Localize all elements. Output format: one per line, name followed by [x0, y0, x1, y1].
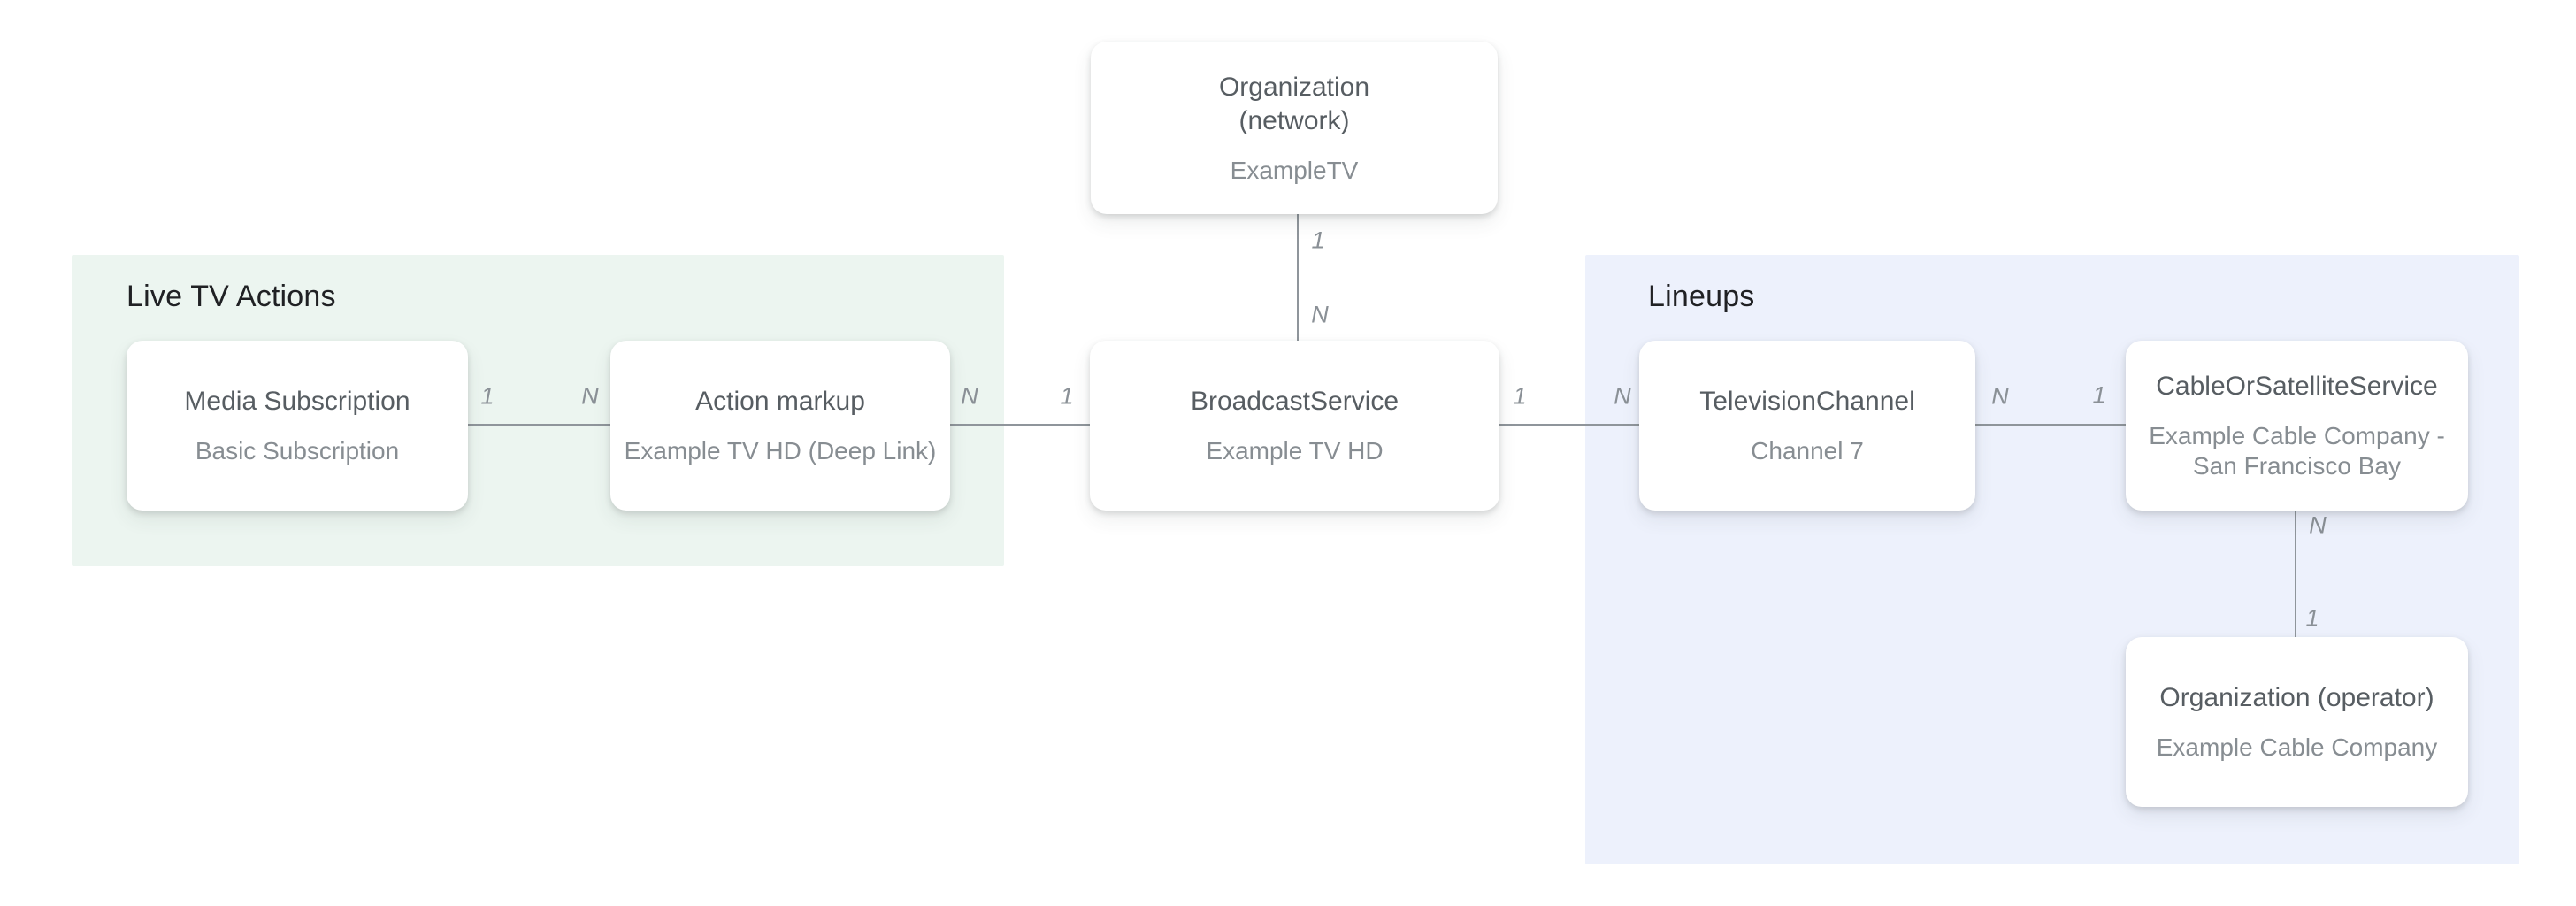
node-organization-network: Organization (network) ExampleTV — [1091, 42, 1498, 214]
cardinality-label: 1 — [1513, 382, 1527, 410]
connector-broadcastservice-to-televisionchannel — [1499, 424, 1639, 426]
cardinality-label: 1 — [1311, 226, 1325, 254]
cardinality-label: N — [1311, 301, 1329, 328]
node-title: CableOrSatelliteService — [2156, 372, 2438, 401]
node-subtitle: Example Cable Company — [2156, 733, 2438, 761]
connector-cableorsatellite-to-operator — [2295, 511, 2296, 637]
node-title: Organization (operator) — [2159, 683, 2434, 712]
connector-mediasubscription-to-actionmarkup — [468, 424, 610, 426]
node-subtitle: Example TV HD (Deep Link) — [624, 437, 937, 465]
node-subtitle: Basic Subscription — [195, 437, 400, 465]
node-title: Action markup — [695, 387, 865, 416]
node-title: Organization (network) — [1218, 72, 1370, 135]
node-organization-operator: Organization (operator) Example Cable Co… — [2126, 637, 2468, 807]
node-media-subscription: Media Subscription Basic Subscription — [126, 341, 468, 511]
node-title: TelevisionChannel — [1699, 387, 1915, 416]
connector-actionmarkup-to-broadcastservice — [950, 424, 1090, 426]
cardinality-label: N — [2309, 511, 2327, 539]
cardinality-label: 1 — [480, 382, 494, 410]
node-subtitle: Example TV HD — [1206, 437, 1384, 465]
node-television-channel: TelevisionChannel Channel 7 — [1639, 341, 1975, 511]
node-action-markup: Action markup Example TV HD (Deep Link) — [610, 341, 950, 511]
cardinality-label: N — [1614, 382, 1631, 410]
node-broadcast-service: BroadcastService Example TV HD — [1090, 341, 1499, 511]
node-subtitle: Channel 7 — [1751, 437, 1864, 465]
region-live-tv-actions-heading: Live TV Actions — [126, 280, 336, 313]
cardinality-label: N — [961, 382, 978, 410]
node-subtitle: ExampleTV — [1230, 156, 1359, 184]
node-cable-or-satellite-service: CableOrSatelliteService Example Cable Co… — [2126, 341, 2468, 511]
region-lineups-heading: Lineups — [1648, 280, 1755, 313]
cardinality-label: 1 — [2305, 604, 2319, 632]
node-title: BroadcastService — [1190, 387, 1399, 416]
cardinality-label: 1 — [2092, 381, 2106, 409]
cardinality-label: 1 — [1060, 382, 1074, 410]
cardinality-label: N — [1991, 382, 2009, 410]
node-title: Media Subscription — [184, 387, 410, 416]
cardinality-label: N — [581, 382, 599, 410]
connector-network-to-broadcastservice — [1297, 214, 1299, 341]
node-subtitle: Example Cable Company - San Francisco Ba… — [2149, 422, 2445, 480]
connector-televisionchannel-to-cableorsatellite — [1975, 424, 2126, 426]
